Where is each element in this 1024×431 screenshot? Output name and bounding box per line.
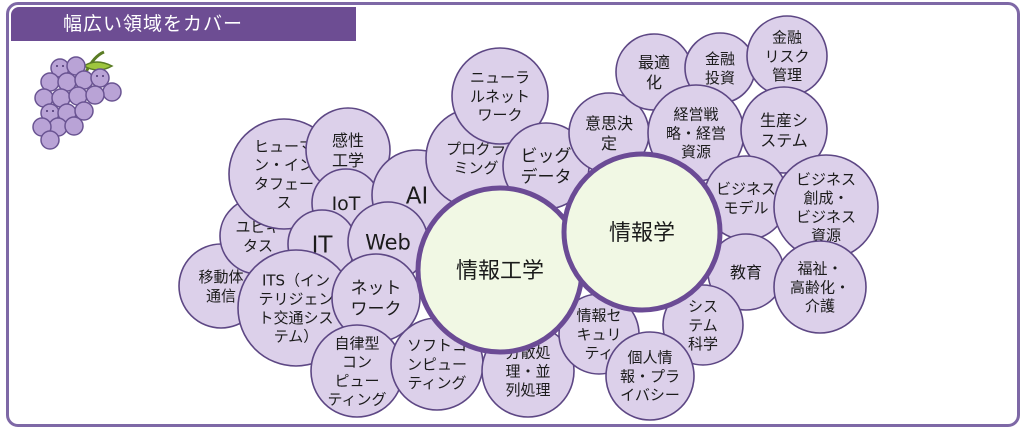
topic-human-interface-label: ス: [276, 194, 291, 212]
topic-network-label: ネット: [351, 278, 402, 298]
topic-finance-invest-label: 投資: [705, 69, 735, 87]
topic-business-creation-label: ビジネス: [796, 208, 856, 226]
topic-optimization-label: 最適: [638, 53, 670, 72]
topic-optimization-label: 化: [646, 73, 662, 92]
topic-finance-invest-label: 金融: [705, 50, 735, 68]
topic-kansei-label: 工学: [332, 151, 364, 170]
topic-welfare: 福祉・高齢化・介護: [773, 240, 867, 334]
topic-its-label: ITS（イン: [262, 271, 330, 289]
topic-neural-net-circle: [451, 47, 549, 145]
topic-privacy-circle: [605, 331, 695, 421]
topic-education-label: 教育: [730, 263, 762, 282]
topic-business-creation-label: ビジネス: [796, 170, 856, 188]
topic-finance-risk-label: 金融: [772, 29, 802, 47]
topic-big-data-label: データ: [521, 167, 572, 188]
topic-network-label: ワーク: [351, 300, 402, 320]
topic-soft-computing-label: ティング: [407, 374, 466, 392]
topic-human-interface-label: タフェー: [254, 175, 314, 193]
topic-privacy-label: イバシー: [620, 386, 680, 404]
topic-neural-net-label: ワーク: [477, 106, 522, 124]
topic-neural-net-label: ニューラ: [470, 69, 530, 87]
topic-autonomous-label: ティング: [327, 391, 386, 409]
topic-finance-risk-label: 管理: [772, 66, 802, 84]
topic-decision-label: 意思決: [585, 114, 633, 133]
core-bubbles: 情報工学 情報学: [415, 151, 723, 355]
topic-system-science-label: 科学: [688, 335, 718, 353]
topic-info-security-label: ティ: [584, 344, 613, 362]
topic-strategy-label: 経営戦: [673, 106, 718, 124]
topic-it-label: IT: [312, 232, 334, 258]
core-johogaku: 情報学: [561, 151, 723, 313]
topic-programming-label: プログラ: [446, 140, 506, 158]
topic-big-data-label: ビッグ: [521, 146, 572, 166]
topic-production-circle: [740, 86, 828, 174]
topic-web-label: Web: [365, 231, 411, 255]
topic-distributed-label: 列処理: [505, 381, 550, 399]
topic-strategy-label: 資源: [681, 143, 711, 161]
topic-autonomous-label: ピュー: [334, 372, 379, 390]
topic-human-interface-label: ン・イン: [254, 156, 314, 174]
topic-business-creation-label: 創成・: [803, 189, 848, 207]
topic-iot-label: IoT: [332, 193, 361, 215]
topic-production-label: 生産シ: [760, 111, 808, 130]
topic-its-label: テリジェン: [258, 290, 333, 308]
topic-info-security-label: キュリ: [576, 325, 621, 343]
topic-business-model-label: モデル: [723, 199, 768, 217]
topic-welfare-label: 介護: [805, 297, 835, 315]
topic-finance-risk-label: リスク: [764, 47, 809, 65]
topic-soft-computing-label: ソフトコ: [407, 337, 467, 355]
topic-strategy-label: 略・経営: [666, 124, 726, 142]
topic-welfare-circle: [773, 240, 867, 334]
topic-human-interface-label: ヒューマ: [254, 137, 314, 155]
topic-welfare-label: 福祉・: [797, 260, 842, 278]
topic-its-label: テム）: [274, 328, 319, 346]
core-johogaku-label: 情報学: [609, 221, 675, 246]
topic-welfare-label: 高齢化・: [790, 278, 850, 296]
topic-autonomous-label: コン: [342, 353, 372, 371]
core-johogaku-circle: [561, 151, 723, 313]
core-joho-kogaku-label: 情報工学: [456, 259, 544, 284]
topic-production-label: ステム: [760, 131, 808, 150]
topic-its-label: ト交通シス: [258, 309, 333, 327]
topic-programming-label: ミング: [453, 159, 498, 177]
topic-system-science-circle: [662, 284, 744, 366]
topic-system-science-label: シス: [688, 298, 718, 316]
topic-soft-computing-label: ンピュー: [407, 355, 467, 373]
topic-privacy-label: 個人情: [627, 349, 672, 367]
topic-distributed-label: 理・並: [505, 362, 550, 380]
topic-autonomous-label: 自律型: [334, 334, 379, 352]
topic-kansei-label: 感性: [332, 131, 364, 150]
topic-movement-comm-label: 通信: [206, 287, 236, 305]
grapes-icon: [32, 50, 122, 150]
core-joho-kogaku: 情報工学: [415, 185, 585, 355]
topic-system-science-label: テム: [688, 316, 718, 334]
topic-bubbles: 移動体通信ユビキタスヒューマン・インタフェース感性工学IoTITAIWebITS…: [178, 15, 879, 421]
topic-movement-comm-label: 移動体: [198, 268, 243, 286]
topic-ubiquitous-label: タス: [243, 237, 273, 255]
header-tab: 幅広い領域をカバー: [11, 7, 356, 41]
topic-ai-label: AI: [406, 183, 429, 209]
topic-business-model-label: ビジネス: [716, 180, 776, 198]
topic-business-creation-label: 資源: [811, 227, 841, 245]
topic-neural-net-label: ルネット: [470, 87, 530, 105]
topic-info-security-label: 情報セ: [576, 307, 621, 325]
topic-decision-label: 定: [601, 134, 617, 153]
topic-privacy-label: 報・プラ: [620, 367, 680, 385]
header-title: 幅広い領域をカバー: [63, 13, 244, 35]
